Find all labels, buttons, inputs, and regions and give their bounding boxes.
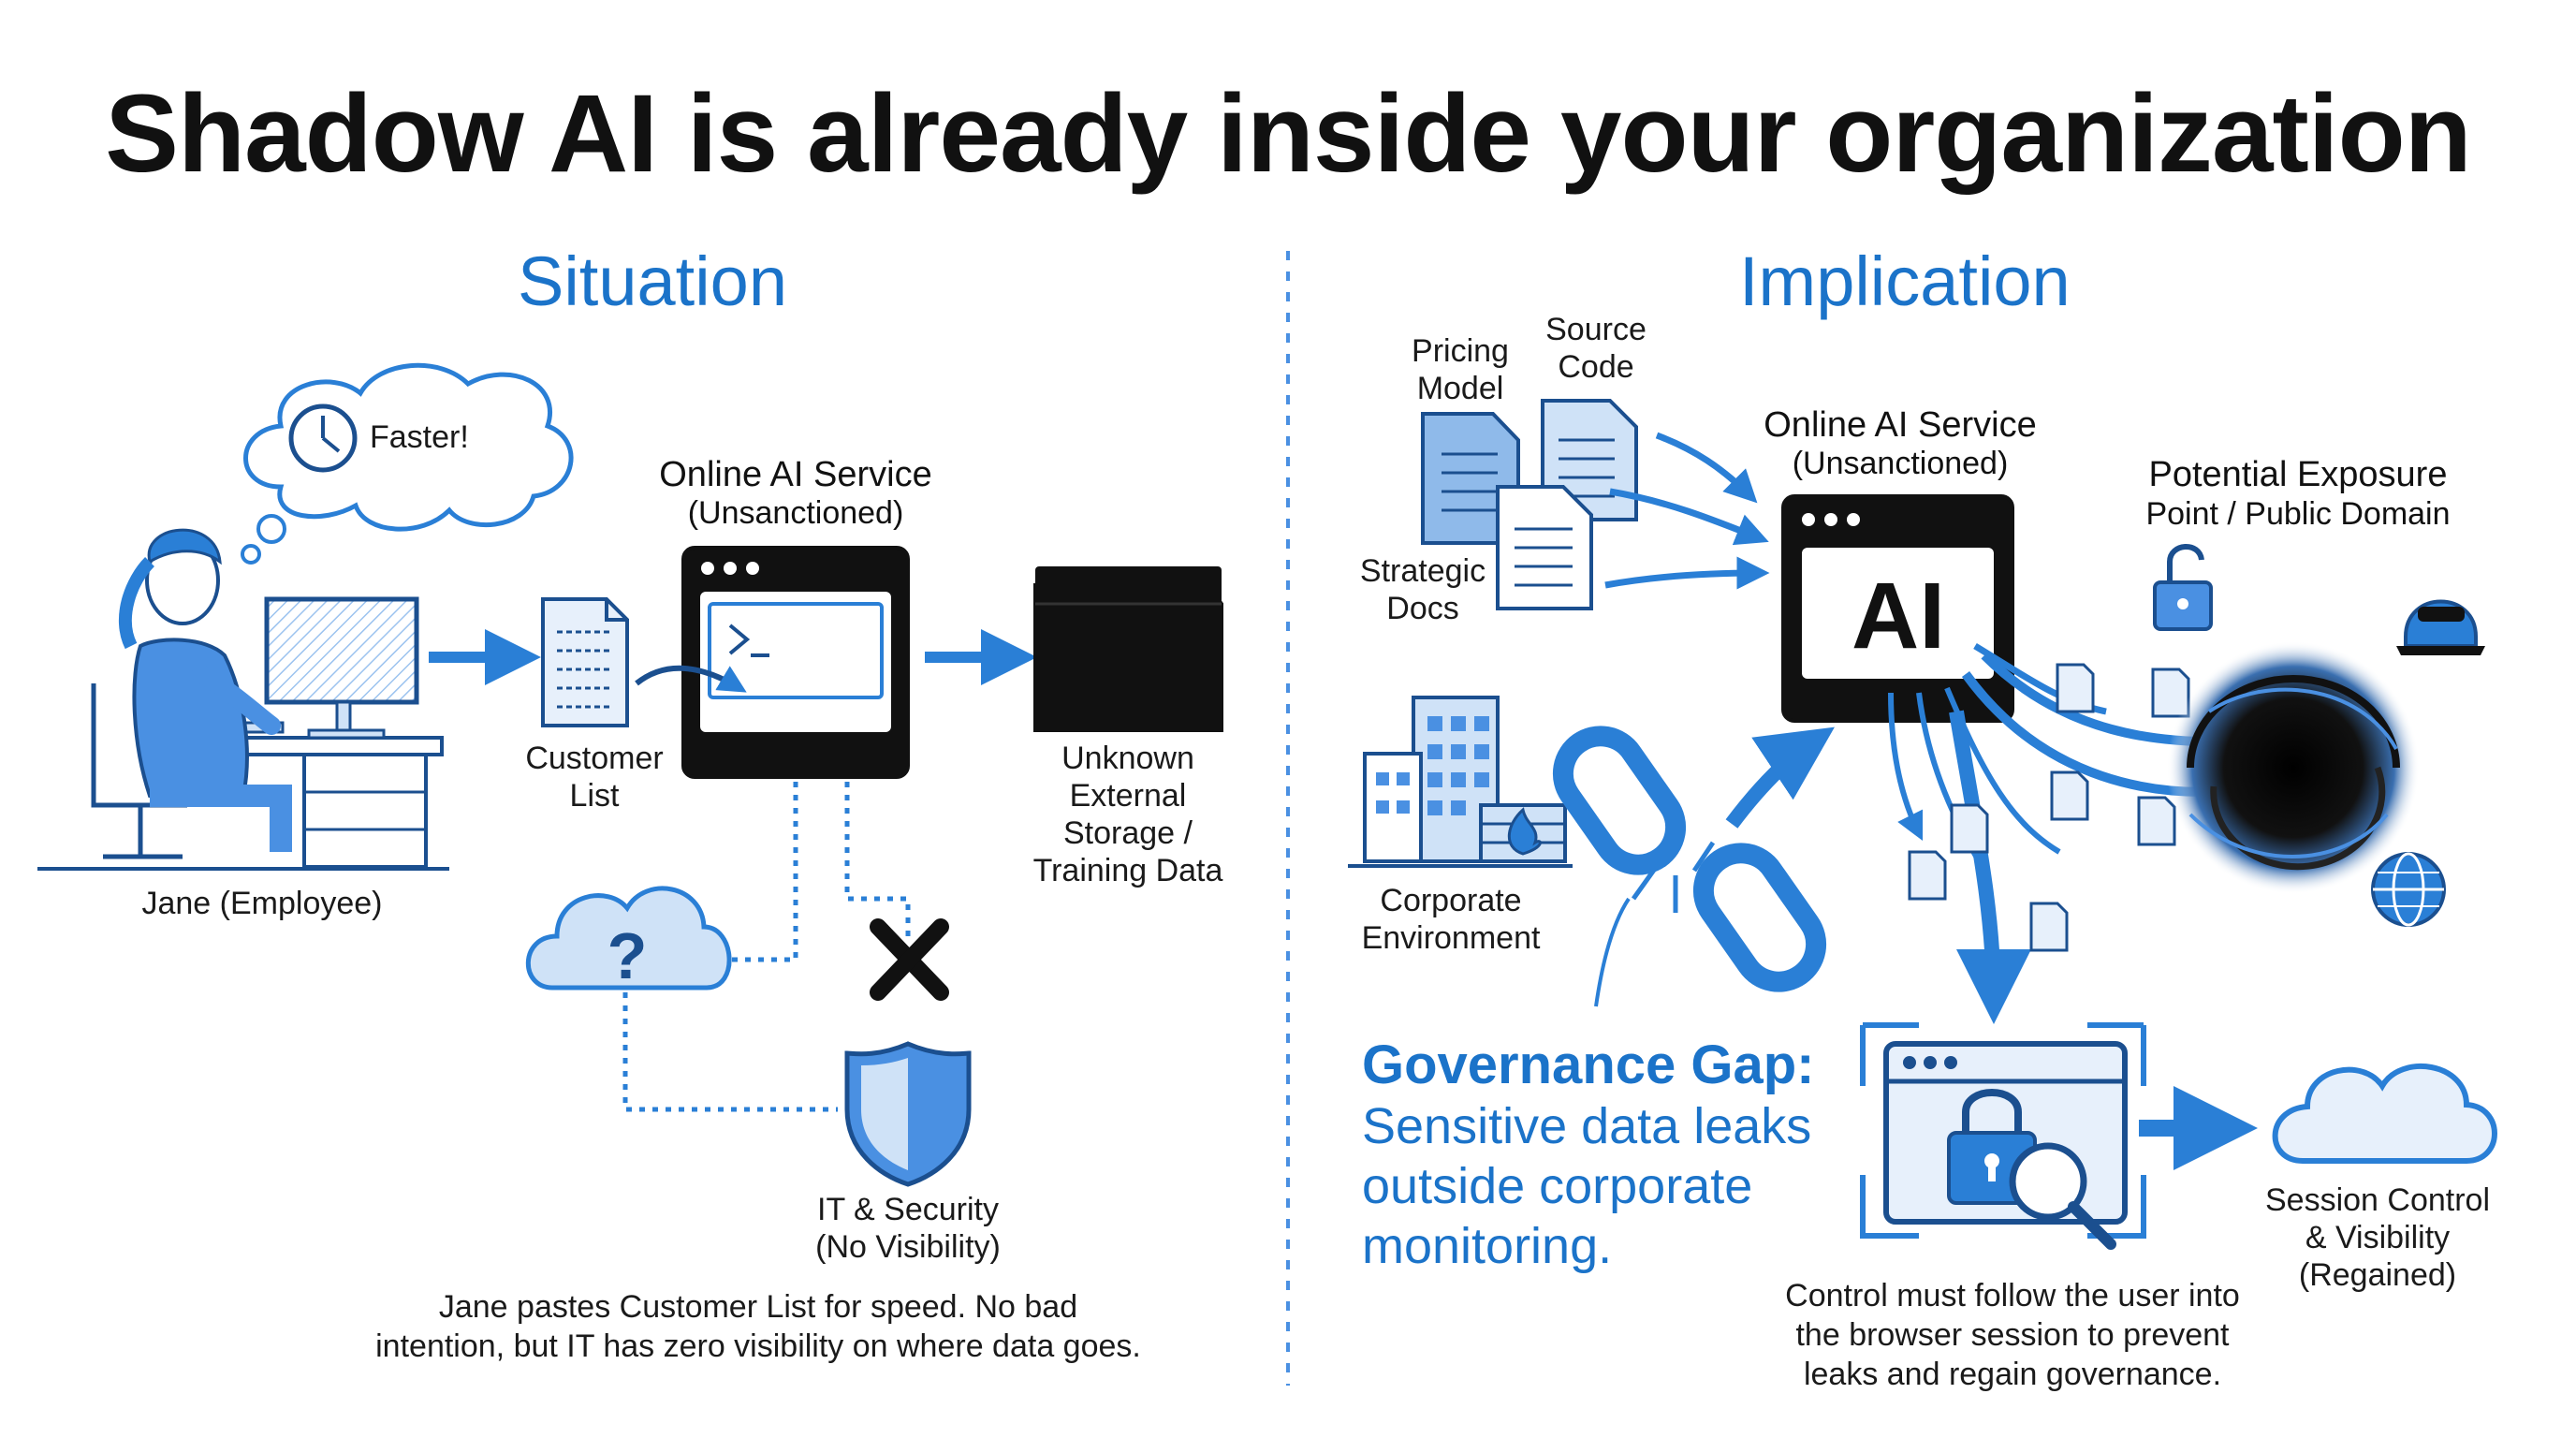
leaked-doc-icon-1 xyxy=(2056,663,2095,713)
session-control-browser-icon xyxy=(1860,1022,2146,1250)
governance-gap-title: Governance Gap: xyxy=(1362,1034,1815,1095)
thought-bubble xyxy=(241,362,574,565)
session-cloud-icon xyxy=(2272,1064,2497,1164)
unknown-cloud-icon: ? xyxy=(525,886,732,992)
ai-service-window-situation xyxy=(635,546,910,779)
strategic-docs-label-line-2: Docs xyxy=(1386,591,1459,626)
session-control-label-line-1: Session Control xyxy=(2264,1182,2490,1218)
control-caption-line-1: Control must follow the user into xyxy=(1785,1278,2240,1313)
dotted-link-shield xyxy=(622,992,838,1112)
governance-gap-line-2: outside corporate xyxy=(1362,1158,1753,1214)
employee-illustration xyxy=(37,528,449,871)
governance-gap-line-3: monitoring. xyxy=(1362,1218,1613,1274)
control-caption-line-3: leaks and regain governance. xyxy=(1803,1357,2222,1392)
unknown-storage-label-line-3: Storage / xyxy=(1063,815,1193,851)
ai-service-window-implication: AI xyxy=(1781,494,2014,723)
corporate-environment-label-line-2: Environment xyxy=(1361,920,1541,956)
exposure-vortex xyxy=(2167,641,2420,894)
session-control-label-line-3: (Regained) xyxy=(2298,1257,2457,1293)
source-code-label-line-2: Code xyxy=(1558,349,1634,385)
customer-list-document-icon xyxy=(541,597,629,727)
situation-caption-line-2: intention, but IT has zero visibility on… xyxy=(375,1328,1141,1364)
customer-list-label: Customer List xyxy=(487,740,702,814)
situation-caption: Jane pastes Customer List for speed. No … xyxy=(309,1287,1208,1366)
it-security-label-line-1: IT & Security xyxy=(817,1192,999,1227)
ai-service-label-situation: Online AI Service (Unsanctioned) xyxy=(608,454,983,531)
customer-list-label-line-1: Customer xyxy=(525,741,664,776)
arrow-doc-to-ai-2 xyxy=(1609,488,1769,546)
exposure-label-line-2: Point / Public Domain xyxy=(2145,496,2451,532)
clock-icon xyxy=(288,404,358,473)
pricing-model-label: Pricing Model xyxy=(1367,332,1554,407)
dotted-link-cloud xyxy=(730,782,798,962)
arrow-doc-to-ai-3 xyxy=(1604,556,1770,590)
unknown-storage-label-line-4: Training Data xyxy=(1032,853,1223,888)
leaked-doc-icon-7 xyxy=(2029,902,2069,952)
ai-service-subtitle-implication: (Unsanctioned) xyxy=(1792,446,2009,481)
exposure-label-line-1: Potential Exposure xyxy=(2148,455,2448,494)
globe-icon xyxy=(2371,852,2446,927)
hacker-icon xyxy=(2396,599,2485,655)
unknown-storage-label-line-2: External xyxy=(1069,778,1187,814)
ai-service-title: Online AI Service xyxy=(659,455,932,494)
leaked-doc-icon-6 xyxy=(1908,850,1947,901)
question-mark-icon: ? xyxy=(607,919,648,992)
ai-service-subtitle: (Unsanctioned) xyxy=(687,495,904,531)
control-caption: Control must follow the user into the br… xyxy=(1760,1276,2265,1394)
leak-flow-6 xyxy=(1888,692,1924,842)
source-code-label: Source Code xyxy=(1502,311,1690,386)
exposure-label: Potential Exposure Point / Public Domain xyxy=(2097,454,2499,533)
situation-heading: Situation xyxy=(518,242,787,320)
pricing-model-label-line-2: Model xyxy=(1416,371,1504,406)
ai-service-title-implication: Online AI Service xyxy=(1764,405,2037,445)
thought-bubble-text: Faster! xyxy=(370,419,469,455)
page-title: Shadow AI is already inside your organiz… xyxy=(105,72,2472,196)
implication-heading: Implication xyxy=(1739,242,2071,320)
dotted-link-blocked xyxy=(844,782,911,936)
leaked-doc-icon-4 xyxy=(2137,796,2176,846)
leaked-doc-icon-5 xyxy=(1950,803,1989,854)
pricing-model-label-line-1: Pricing xyxy=(1412,333,1509,369)
session-control-label-line-2: & Visibility xyxy=(2305,1220,2451,1255)
arrow-ai-to-control xyxy=(1949,710,2031,1024)
leaked-doc-icon-3 xyxy=(2050,770,2089,821)
strategic-docs-document-icon xyxy=(1496,485,1593,610)
customer-list-label-line-2: List xyxy=(569,778,620,814)
unknown-storage-label: Unknown External Storage / Training Data xyxy=(1002,740,1254,889)
governance-gap-block: Governance Gap: Sensitive data leaks out… xyxy=(1362,1034,1814,1276)
unknown-storage-box xyxy=(1033,566,1223,732)
arrow-doc-to-ai-1 xyxy=(1655,432,1758,504)
broken-chain-icon xyxy=(1552,726,1827,1007)
unlocked-padlock-icon xyxy=(2153,544,2213,631)
control-caption-line-2: the browser session to prevent xyxy=(1795,1317,2230,1353)
employee-label: Jane (Employee) xyxy=(141,886,383,921)
source-code-label-line-1: Source xyxy=(1545,312,1647,347)
it-security-label: IT & Security (No Visibility) xyxy=(768,1191,1048,1266)
ai-logo-text: AI xyxy=(1852,564,1945,668)
firewall-icon xyxy=(1479,803,1567,863)
corporate-environment-label: Corporate Environment xyxy=(1339,882,1563,957)
arrow-chain-to-ai xyxy=(1725,726,1835,829)
it-security-label-line-2: (No Visibility) xyxy=(815,1229,1001,1265)
situation-caption-line-1: Jane pastes Customer List for speed. No … xyxy=(438,1289,1078,1325)
ai-service-label-implication: Online AI Service (Unsanctioned) xyxy=(1713,404,2087,481)
security-shield-icon xyxy=(844,1041,972,1187)
blocked-x-icon xyxy=(870,918,949,1001)
corporate-environment-label-line-1: Corporate xyxy=(1380,883,1522,918)
strategic-docs-label-line-1: Strategic xyxy=(1359,553,1486,589)
strategic-docs-label: Strategic Docs xyxy=(1329,552,1516,627)
session-control-label: Session Control & Visibility (Regained) xyxy=(2237,1181,2518,1294)
unknown-storage-label-line-1: Unknown xyxy=(1061,741,1194,776)
governance-gap-line-1: Sensitive data leaks xyxy=(1362,1098,1812,1154)
